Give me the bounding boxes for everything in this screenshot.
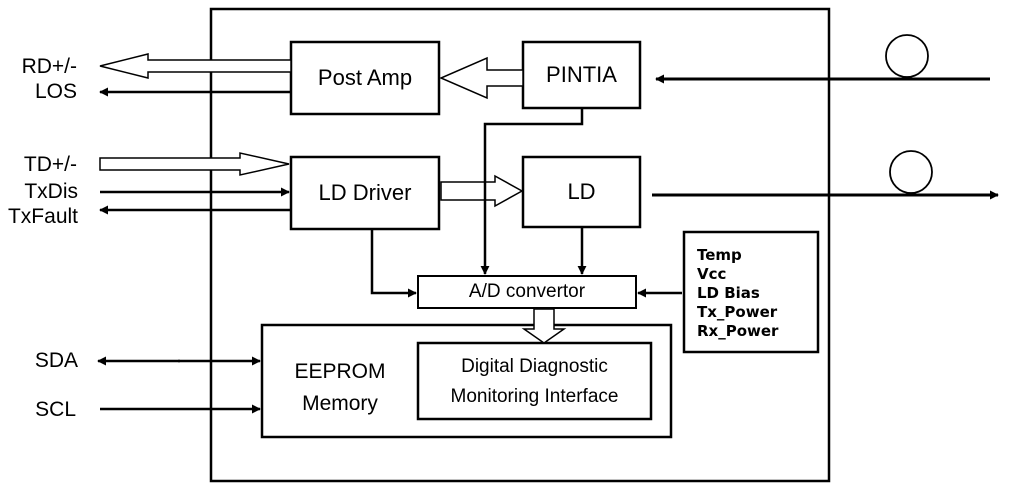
ddmi-label: Digital Diagnostic Monitoring Interface [418, 352, 651, 412]
module-outline [209, 7, 831, 483]
label-scl: SCL [35, 398, 76, 421]
hollow-arrow-rd [99, 53, 292, 79]
eeprom-label: EEPROM Memory [280, 356, 400, 420]
label-sda: SDA [34, 349, 78, 372]
arrow-driver-to-ad [370, 229, 417, 298]
label-txfault: TxFault [7, 205, 78, 228]
hollow-arrow-ad-to-eeprom [521, 308, 567, 344]
ld-driver-label: LD Driver [318, 180, 412, 205]
ddmi-label-line1: Digital Diagnostic [461, 356, 608, 377]
hollow-arrow-td [99, 152, 290, 176]
hollow-arrow-pintia-to-postamp [439, 56, 524, 100]
pintia-label: PINTIA [546, 62, 617, 87]
post-amp-label: Post Amp [317, 65, 413, 90]
param-ld-bias: LD Bias [697, 284, 760, 302]
hollow-arrow-driver-to-ld [440, 174, 524, 208]
label-rd: RD+/- [21, 55, 77, 78]
arrow-pintia-to-ad [480, 108, 584, 275]
eeprom-label-line2: Memory [302, 392, 378, 415]
label-los: LOS [34, 80, 77, 103]
ddmi-box [416, 341, 653, 421]
monitor-params-box [682, 230, 820, 354]
ld-label: LD [567, 179, 596, 204]
ad-convertor-label: A/D convertor [468, 281, 586, 302]
ddmi-label-line2: Monitoring Interface [450, 386, 619, 407]
param-rx-power: Rx_Power [697, 322, 779, 340]
fiber-coil-rx [885, 34, 929, 78]
monitor-params-list: Temp Vcc LD Bias Tx_Power Rx_Power [697, 246, 778, 341]
label-txdis: TxDis [24, 180, 78, 203]
post-amp-box [289, 40, 441, 116]
fiber-coil-tx [889, 150, 933, 194]
ld-box [521, 155, 642, 229]
eeprom-label-line1: EEPROM [294, 360, 386, 383]
param-vcc: Vcc [697, 265, 727, 283]
label-td: TD+/- [23, 153, 77, 176]
ld-driver-box [289, 155, 441, 231]
param-temp: Temp [697, 246, 742, 264]
ad-convertor-box [417, 275, 637, 309]
param-tx-power: Tx_Power [697, 303, 778, 321]
